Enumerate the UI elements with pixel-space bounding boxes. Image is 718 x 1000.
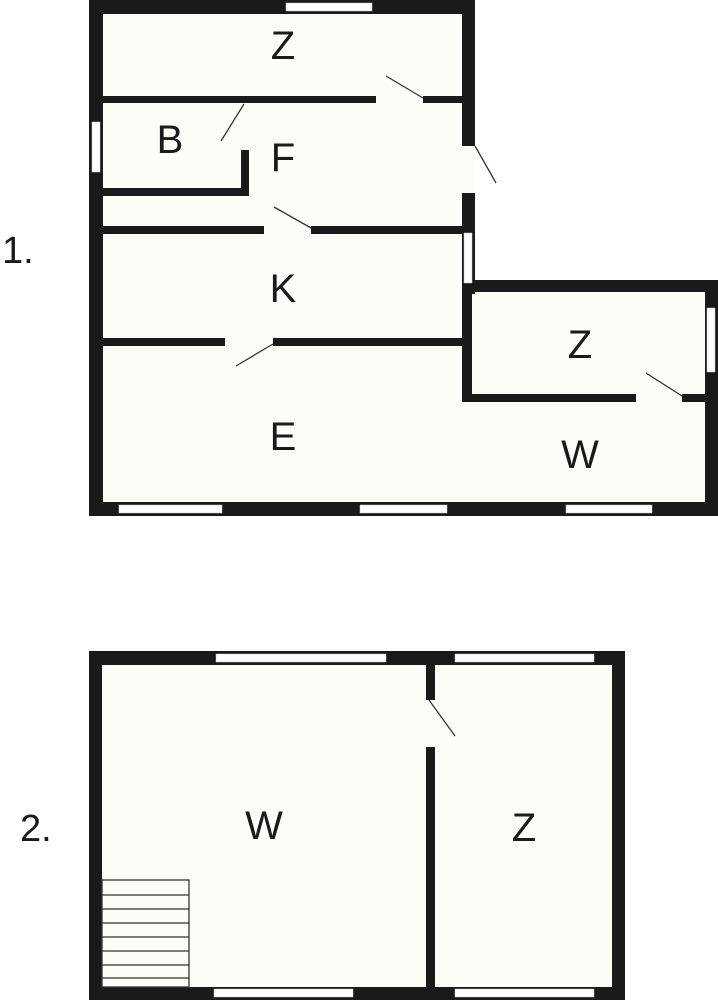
floor-1-interior	[103, 14, 705, 502]
door-swing-exterior-f	[474, 145, 497, 184]
window-top-w	[215, 653, 387, 663]
door-swing-z-f	[385, 75, 424, 99]
room-label-b: B	[156, 118, 184, 162]
door-swing-f-k	[273, 206, 312, 229]
floor-2-interior-z	[435, 665, 612, 987]
door-f-k	[264, 226, 311, 234]
door-w-z	[426, 700, 435, 747]
room-label-w: W	[561, 433, 599, 477]
window-bottom-2	[359, 504, 448, 514]
floor-2-plan	[89, 651, 625, 1000]
wall-z2-bottom	[462, 394, 705, 402]
wall-z2-left	[462, 280, 472, 402]
window-k-right	[463, 232, 473, 284]
door-z2-w	[636, 394, 682, 402]
staircase	[101, 879, 190, 988]
room-label-w-floor2: W	[245, 804, 283, 848]
door-swing-z2-w	[645, 372, 683, 397]
room-label-e: E	[269, 415, 297, 459]
window-top	[285, 2, 373, 12]
room-label-z-right: Z	[567, 323, 593, 367]
door-b	[241, 104, 249, 150]
window-left-b	[91, 121, 101, 173]
floor-1-plan	[89, 0, 718, 516]
floor-2-interior-w	[102, 665, 426, 987]
door-swing-w-z	[428, 699, 456, 737]
door-k-e	[225, 338, 273, 346]
floor-1-label: 1.	[2, 230, 34, 272]
window-top-z	[454, 653, 595, 663]
window-bottom-3	[565, 504, 653, 514]
window-z2-right	[706, 307, 716, 373]
door-z-f	[376, 96, 423, 103]
room-label-z-floor2: Z	[511, 806, 537, 850]
room-label-z-top: Z	[270, 24, 296, 68]
wall-b-bottom	[103, 188, 249, 196]
floor-2-label: 2.	[20, 808, 52, 850]
wall-k-e	[103, 338, 465, 346]
room-label-k: K	[269, 267, 297, 311]
door-swing-b	[220, 103, 245, 142]
window-bottom-z	[454, 988, 595, 998]
door-swing-k-e	[235, 343, 274, 367]
room-label-f: F	[270, 136, 296, 180]
wall-z-f	[103, 96, 462, 103]
window-bottom-1	[118, 504, 223, 514]
wall-b-right	[241, 150, 249, 196]
door-exterior-f	[462, 146, 475, 193]
window-bottom-w	[213, 988, 354, 998]
